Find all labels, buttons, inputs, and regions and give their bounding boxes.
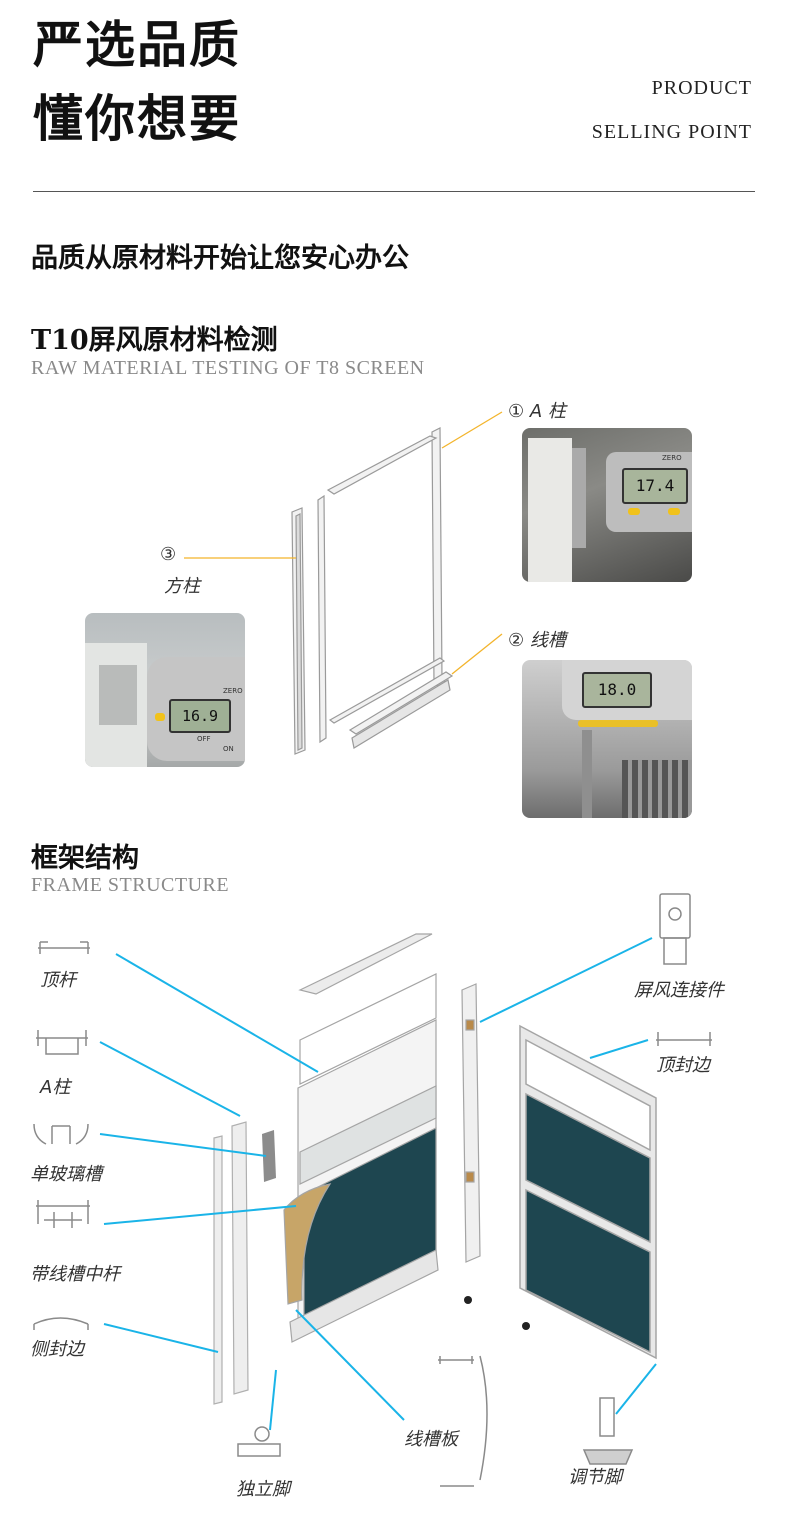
lcd-reading-wire-channel: 18.0 [582,672,652,708]
part-top-seal: 顶封边 [656,1055,710,1076]
intro-headline: 品质从原材料开始让您安心办公 [31,243,409,274]
callout-square-post-name: 方柱 [164,576,200,597]
structure-title: 框架结构 [31,843,139,874]
on-label-3: ON [223,745,234,753]
part-wire-channel-plate: 线槽板 [404,1429,458,1450]
testing-title: T10屏风原材料检测 [31,325,278,356]
en-heading-line1: PRODUCT [651,77,752,99]
part-side-seal: 侧封边 [30,1339,84,1360]
callout-wire-channel-number: ② [508,630,525,651]
part-screen-connector: 屏风连接件 [634,980,724,1001]
part-adjustable-foot: 调节脚 [568,1467,622,1488]
callout-a-column-name: A 柱 [529,401,566,422]
zero-label-3: ZERO [223,687,243,695]
structure-subtitle: FRAME STRUCTURE [31,874,230,896]
part-single-glass-channel: 单玻璃槽 [30,1164,102,1185]
callout-wire-channel-name: 线槽 [529,630,566,651]
header-divider [33,191,755,192]
structure-exploded-drawing [33,893,712,1487]
callout-a-column-number: ① [508,401,525,422]
hero-title-line1: 严选品质 [33,15,241,74]
part-standalone-foot: 独立脚 [236,1479,290,1500]
en-heading-line2: SELLING POINT [591,121,752,143]
part-mid-rail-with-channel: 带线槽中杆 [30,1264,120,1285]
callout-square-post-number: ③ [160,544,177,565]
callout-wire-channel: ② 线槽 [508,626,566,652]
testing-subtitle: RAW MATERIAL TESTING OF T8 SCREEN [31,357,425,379]
lcd-reading-square-post: 16.9 [169,699,231,733]
off-label-3: OFF [197,735,211,743]
part-top-rail: 顶杆 [40,970,76,991]
callout-a-column: ① A 柱 [508,397,566,423]
part-a-column: A柱 [40,1077,71,1098]
photo-wire-channel-measure: 18.0 [522,660,692,818]
photo-square-post-measure: 16.9 ZERO OFF ON [85,613,245,767]
hero-title-line2: 懂你想要 [33,89,241,148]
zero-label-1: ZERO [662,454,682,462]
lcd-reading-a-column: 17.4 [622,468,688,504]
photo-a-column-measure: 17.4 ZERO [522,428,692,582]
frame-exploded-drawing [184,411,503,755]
